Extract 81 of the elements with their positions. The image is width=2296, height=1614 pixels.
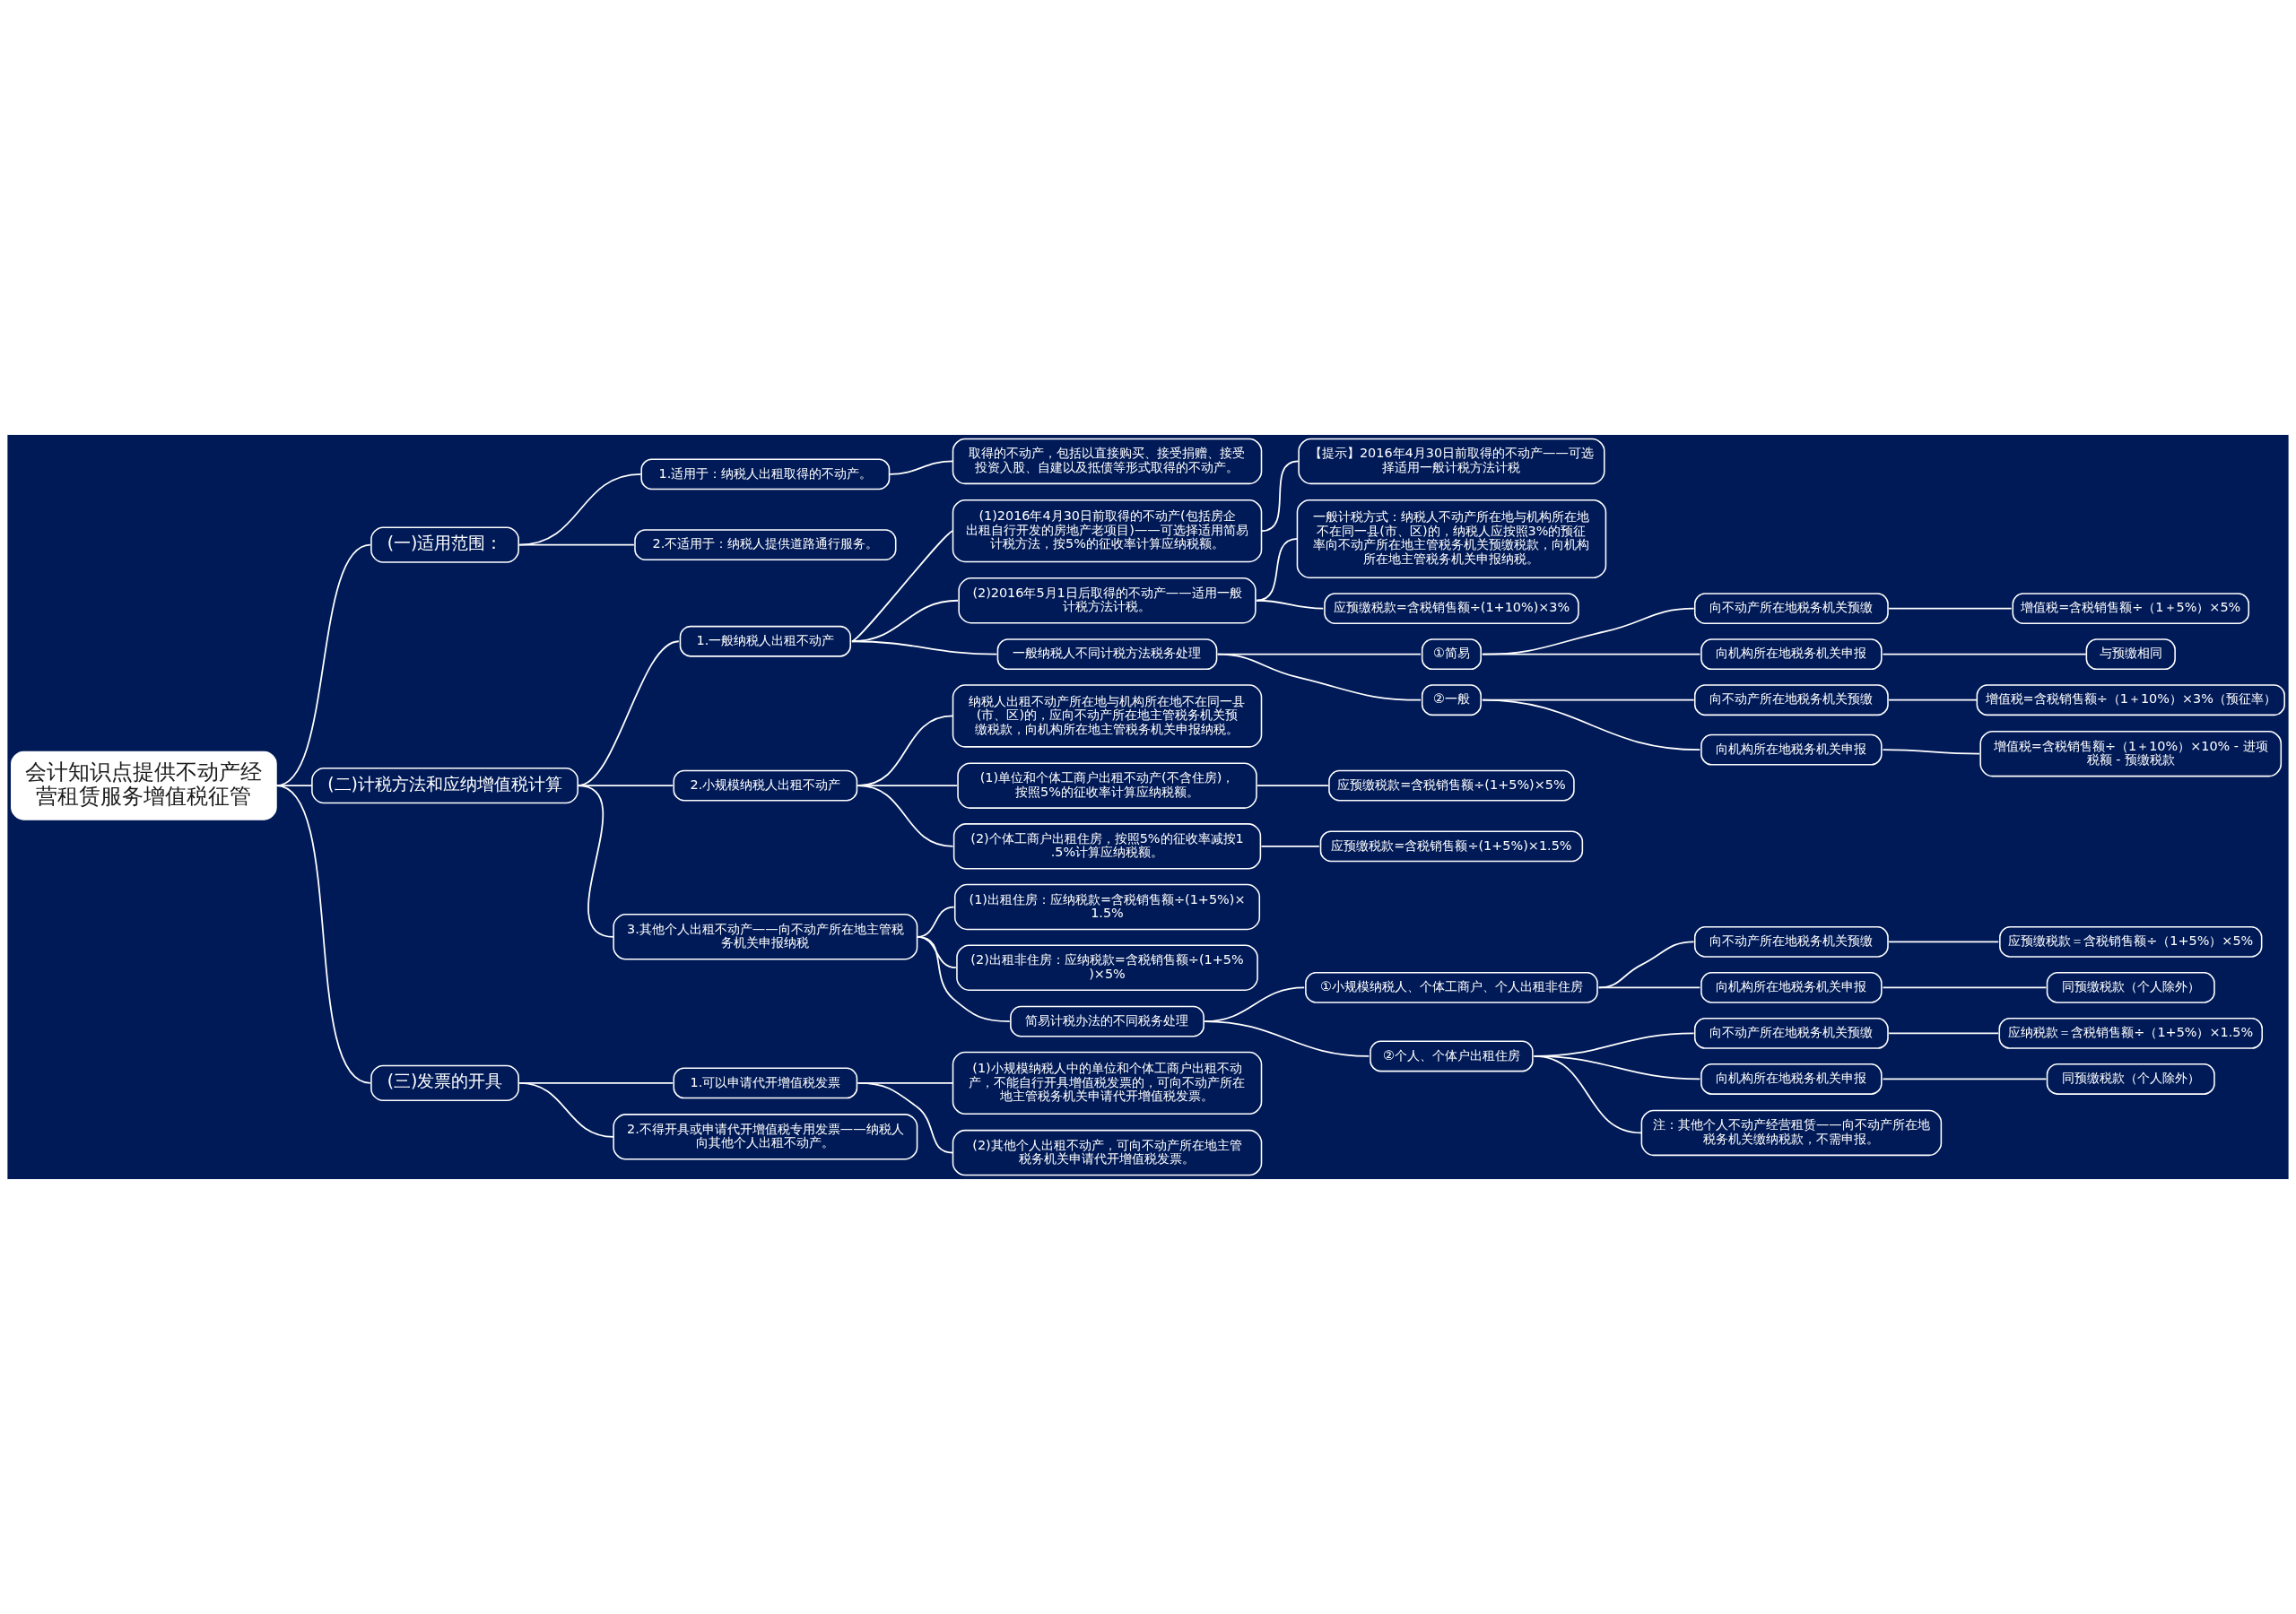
node-box: 向机构所在地税务机关申报 xyxy=(1700,638,1883,671)
node-box: 注：其他个人不动产经营租赁——向不动产所在地税务机关缴纳税款，不需申报。 xyxy=(1640,1109,1943,1157)
node-box: (1)小规模纳税人中的单位和个体工商户出租不动产，不能自行开具增值税发票的，可向不动产所在地主管税务机关申请代开增值税发票。 xyxy=(952,1051,1263,1115)
connector xyxy=(889,460,954,475)
connector xyxy=(1204,1020,1370,1057)
node-box: 1.可以申请代开增值税发票 xyxy=(673,1067,858,1099)
connector xyxy=(275,543,371,787)
node-box: (一)适用范围： xyxy=(370,526,519,563)
connector xyxy=(916,935,1011,1022)
node-box: 【提示】2016年4月30日前取得的不动产——可选择适用一般计税方法计税 xyxy=(1298,438,1605,485)
node-box: 2.不得开具或申请代开增值税专用发票——纳税人向其他个人出租不动产。 xyxy=(613,1114,918,1160)
node-box: 应预缴税款=含税销售额÷(1+5%)×1.5% xyxy=(1319,830,1584,863)
connector xyxy=(275,785,313,787)
connector xyxy=(851,530,954,643)
node-box: 向不动产所在地税务机关预缴 xyxy=(1693,1018,1889,1049)
node-box: 向机构所在地税务机关申报 xyxy=(1700,733,1883,766)
connector xyxy=(275,785,371,1084)
connector xyxy=(1882,653,2087,655)
connector xyxy=(1882,749,1980,755)
node-box: (1)2016年4月30日前取得的不动产(包括房企出租自行开发的房地产老项目)——可选择适用简易计税方法，按5%的征收率计算应纳税额。 xyxy=(952,499,1263,563)
connector xyxy=(1882,1078,2048,1080)
node-box: 应预缴税款=含税销售额÷(1+5%)×5% xyxy=(1328,769,1575,802)
node-box: 与预缴相同 xyxy=(2085,638,2176,671)
connector xyxy=(518,543,635,546)
node-box: ①小规模纳税人、个体工商户、个人出租非住房 xyxy=(1305,971,1598,1003)
connector xyxy=(1882,986,2048,989)
connector xyxy=(1260,845,1320,847)
node-box: 简易计税办法的不同税务处理 xyxy=(1010,1005,1205,1037)
node-box: 向不动产所在地税务机关预缴 xyxy=(1693,684,1889,716)
node-box: 1.适用于：纳税人出租取得的不动产。 xyxy=(640,458,891,490)
node-box: 1.一般纳税人出租不动产 xyxy=(679,625,851,657)
connector xyxy=(857,785,954,847)
connector xyxy=(851,640,998,655)
connector xyxy=(1481,653,1701,655)
node-box: 会计知识点提供不动产经营租赁服务增值税征管 xyxy=(11,751,277,820)
node-box: 向不动产所在地税务机关预缴 xyxy=(1693,925,1889,958)
node-box: (1)单位和个体工商户出租不动产(不含住房)，按照5%的征收率计算应纳税额。 xyxy=(957,762,1257,809)
connector xyxy=(857,1082,954,1154)
node-box: 增值税=含税销售额÷（1＋5%）×5% xyxy=(2012,593,2250,625)
node-box: 应预缴税款＝含税销售额÷（1+5%）×5% xyxy=(1999,925,2263,958)
node-box: 同预缴税款（个人除外） xyxy=(2046,1063,2215,1095)
node-box: (2)2016年5月1日后取得的不动产——适用一般计税方法计税。 xyxy=(958,577,1257,624)
node-box: 向机构所在地税务机关申报 xyxy=(1700,1063,1883,1095)
connector xyxy=(1481,699,1701,751)
node-box: 一般纳税人不同计税方法税务处理 xyxy=(996,638,1218,671)
connector xyxy=(1257,785,1329,787)
node-box: 同预缴税款（个人除外） xyxy=(2046,971,2215,1003)
connector xyxy=(1597,986,1701,989)
node-box: 一般计税方式：纳税人不动产所在地与机构所在地不在同一县(市、区)的，纳税人应按照3%的预征率向不动产所在地主管税务机关预缴税款，向机构所在地主管税务机关申报纳税。 xyxy=(1296,499,1607,578)
node-box: ②一般 xyxy=(1421,684,1482,716)
node-box: 取得的不动产，包括以直接购买、接受捐赠、接受投资入股、自建以及抵债等形式取得的不动产。 xyxy=(952,438,1263,485)
connector xyxy=(1533,1055,1643,1134)
node-box: 增值税=含税销售额÷（1＋10%）×3%（预征率） xyxy=(1976,684,2285,716)
connector xyxy=(1256,599,1325,610)
node-box: (三)发票的开具 xyxy=(370,1064,519,1102)
node-box: 向不动产所在地税务机关预缴 xyxy=(1693,593,1889,625)
node-box: 向机构所在地税务机关申报 xyxy=(1700,971,1883,1003)
node-box: 2.小规模纳税人出租不动产 xyxy=(673,769,858,802)
connector xyxy=(1888,941,2000,943)
connector xyxy=(518,473,642,546)
connector xyxy=(1216,653,1422,701)
connector xyxy=(1260,460,1300,532)
node-box: 增值税=含税销售额÷（1＋10%）×10% - 进项税额 - 预缴税款 xyxy=(1979,730,2283,777)
node-box: 2.不适用于：纳税人提供道路通行服务。 xyxy=(634,529,897,561)
node-box: (2)其他个人出租不动产，可向不动产所在地主管税务机关申请代开增值税发票。 xyxy=(952,1129,1263,1176)
connector xyxy=(518,1082,614,1138)
node-box: 应纳税款＝含税销售额÷（1+5%）×1.5% xyxy=(1998,1018,2263,1049)
node-box: 纳税人出租不动产所在地与机构所在地不在同一县(市、区)的，应向不动产所在地主管税务机关预缴税款，向机构所在地主管税务机关申报纳税。 xyxy=(952,684,1263,748)
node-box: 3.其他个人出租不动产——向不动产所在地主管税务机关申报纳税 xyxy=(613,914,918,960)
connector xyxy=(577,785,614,938)
connector xyxy=(1888,607,2013,610)
connector xyxy=(1888,1032,2000,1035)
connector xyxy=(1888,699,1979,701)
node-box: ①简易 xyxy=(1421,638,1482,671)
node-box: (二)计税方法和应纳增值税计算 xyxy=(311,767,578,804)
node-box: 应预缴税款=含税销售额÷(1+10%)×3% xyxy=(1324,593,1579,625)
node-box: (1)出租住房：应纳税款=含税销售额÷(1+5%)×1.5% xyxy=(953,883,1261,931)
connector xyxy=(1597,941,1695,989)
node-box: (2)个体工商户出租住房，按照5%的征收率减按1.5%计算应纳税额。 xyxy=(952,823,1262,870)
node-box: ②个人、个体户出租住房 xyxy=(1370,1040,1534,1072)
node-box: (2)出租非住房：应纳税款=含税销售额÷(1+5%)×5% xyxy=(956,944,1258,991)
